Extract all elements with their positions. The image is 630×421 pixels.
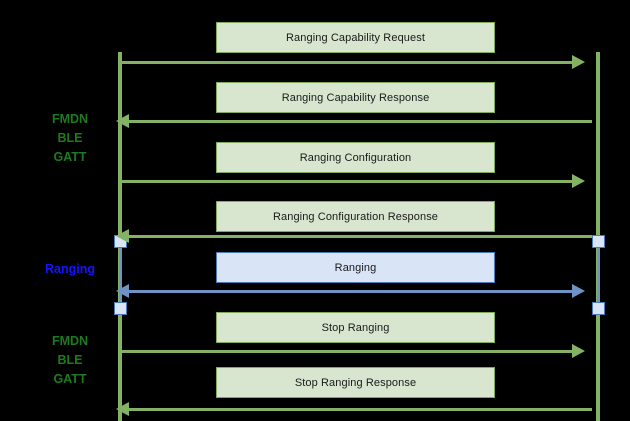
msg-stop-ranging-response-arrow-head-left xyxy=(116,402,129,416)
phase-fmdn-ble-gatt-bottom-line-1: BLE xyxy=(57,353,83,367)
msg-ranging-configuration[interactable]: Ranging Configuration xyxy=(216,142,495,173)
activation-right-node-end[interactable] xyxy=(591,301,605,315)
msg-ranging-arrow-line xyxy=(128,289,573,293)
msg-ranging-configuration-response-arrow-line xyxy=(128,234,592,238)
msg-ranging-capability-request-arrow-line xyxy=(122,60,572,64)
msg-ranging-capability-request[interactable]: Ranging Capability Request xyxy=(216,22,495,53)
activation-right-node-start[interactable] xyxy=(591,234,605,248)
phase-fmdn-ble-gatt-bottom-line-0: FMDN xyxy=(51,334,89,348)
msg-stop-ranging[interactable]: Stop Ranging xyxy=(216,312,495,343)
msg-ranging[interactable]: Ranging xyxy=(216,252,495,283)
msg-ranging-capability-response-arrow-line xyxy=(128,119,592,123)
phase-fmdn-ble-gatt-bottom: FMDN BLE GATT xyxy=(30,332,110,389)
phase-ranging-line-0: Ranging xyxy=(45,262,95,276)
phase-fmdn-ble-gatt-top-line-2: GATT xyxy=(53,150,87,164)
msg-stop-ranging-label: Stop Ranging xyxy=(321,321,390,334)
msg-ranging-capability-request-arrow-head-right xyxy=(572,55,585,69)
msg-ranging-configuration-response[interactable]: Ranging Configuration Response xyxy=(216,201,495,232)
phase-ranging: Ranging xyxy=(30,260,110,279)
msg-ranging-capability-response-arrow-head-left xyxy=(116,114,129,128)
msg-ranging-configuration-label: Ranging Configuration xyxy=(299,151,412,164)
msg-ranging-capability-request-label: Ranging Capability Request xyxy=(286,31,425,44)
msg-stop-ranging-response[interactable]: Stop Ranging Response xyxy=(216,367,495,398)
phase-fmdn-ble-gatt-top-line-1: BLE xyxy=(57,131,83,145)
msg-stop-ranging-response-arrow-line xyxy=(128,407,592,411)
msg-ranging-configuration-response-label: Ranging Configuration Response xyxy=(272,210,439,223)
msg-ranging-configuration-arrow-line xyxy=(122,179,572,183)
msg-ranging-configuration-arrow-head-right xyxy=(572,174,585,188)
msg-ranging-configuration-response-arrow-head-left xyxy=(116,229,129,243)
msg-ranging-capability-response[interactable]: Ranging Capability Response xyxy=(216,82,495,113)
activation-left-node-end[interactable] xyxy=(113,301,127,315)
activation-right-bar xyxy=(596,241,600,308)
msg-ranging-arrow-head-left xyxy=(116,284,129,298)
msg-ranging-arrow-head-right xyxy=(572,284,585,298)
phase-fmdn-ble-gatt-bottom-line-2: GATT xyxy=(53,372,87,386)
msg-ranging-capability-response-label: Ranging Capability Response xyxy=(281,91,430,104)
phase-fmdn-ble-gatt-top-line-0: FMDN xyxy=(51,112,89,126)
msg-stop-ranging-response-label: Stop Ranging Response xyxy=(294,376,417,389)
msg-stop-ranging-arrow-head-right xyxy=(572,344,585,358)
msg-stop-ranging-arrow-line xyxy=(122,349,572,353)
activation-left-bar xyxy=(118,241,122,308)
msg-ranging-label: Ranging xyxy=(334,261,377,274)
phase-fmdn-ble-gatt-top: FMDN BLE GATT xyxy=(30,110,110,167)
